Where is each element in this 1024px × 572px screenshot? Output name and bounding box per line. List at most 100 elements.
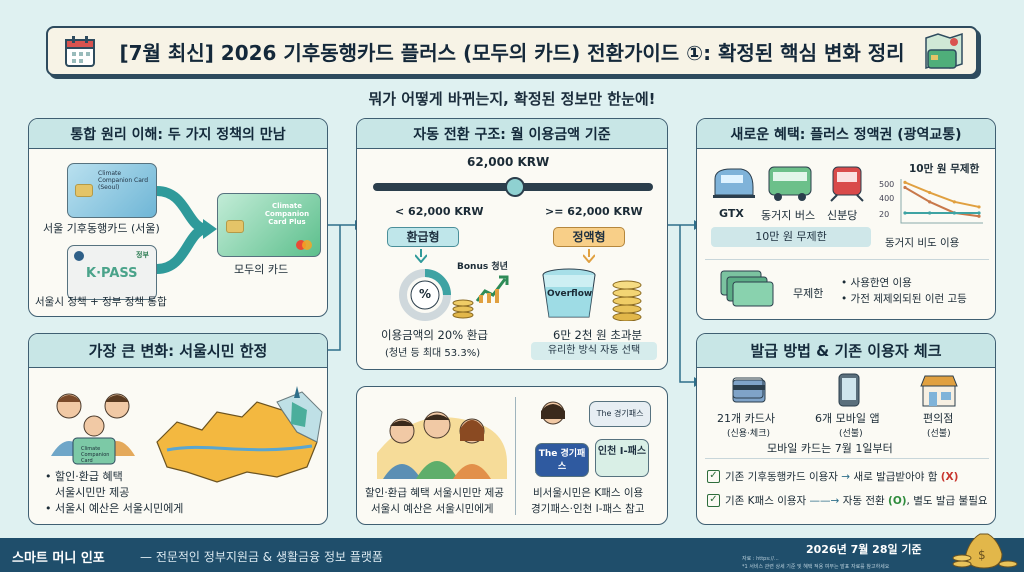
bullet-item: • 서울시 예산은 서울시민에게 [45, 502, 184, 515]
climate-card-plus: Climate Companion Card Plus [217, 193, 321, 257]
panel-header: 발급 방법 & 기존 이용자 체크 [697, 334, 995, 368]
check-item-2: 기존 K패스 이용자 ——→ 자동 전환 (O), 별도 발급 불필요 [725, 495, 988, 507]
left-condition: < 62,000 KRW [395, 205, 484, 218]
gyeonggi-pass-card-2: The 경기패스 [535, 443, 589, 477]
card1-label: 서울 기후동행카드 (서울) [43, 222, 160, 235]
data-point [977, 211, 981, 215]
subway-icon [830, 166, 864, 202]
footer-brand: 스마트 머니 인포 [12, 551, 105, 566]
vehicle-label: 동거지 버스 [761, 209, 816, 222]
seoul-map-icon [156, 386, 323, 483]
panel-auto-switch: 자동 전환 구조: 월 이용금액 기준 62,000 KRW < 62,000 … [356, 118, 668, 370]
auto-select-note: 유리한 방식 자동 선택 [531, 342, 657, 360]
money-bag-icon: $ [952, 533, 1018, 569]
climate-card-seoul: Climate Companion Card (Seoul) [67, 163, 157, 218]
calendar-icon [65, 36, 95, 67]
result-label: 모두의 카드 [234, 263, 289, 276]
coins-icon [452, 299, 474, 319]
data-point [952, 200, 956, 204]
y-tick-label: 500 [879, 180, 894, 189]
credit-card-icon [732, 377, 766, 403]
bullet-item: • 가전 제제외되된 이런 고등 [841, 293, 967, 305]
store-icon [920, 375, 958, 407]
bullet-item: • 사용한연 이용 [841, 277, 912, 289]
bullet-item: 서울시민만 제공 [55, 486, 130, 499]
refund-type-badge: 환급형 [387, 227, 459, 247]
panel-header: 가장 큰 변화: 서울시민 한정 [29, 334, 327, 368]
data-point [928, 211, 932, 215]
page-title: [7월 최신] 2026 기후동행카드 플러스 (모두의 카드) 전환가이드 ①… [119, 40, 905, 65]
footer-fineprint: *1 서비스 관련 상세 기준 및 혜택 적용 여부는 발표 자료를 참고하세요 [742, 564, 890, 570]
svg-text:$: $ [978, 548, 986, 562]
bus-icon [768, 166, 812, 201]
wallet-label: 무제한 [793, 287, 824, 300]
non-seoul-caption: 서울시 예산은 서울시민에게 [371, 503, 494, 515]
chip-icon [226, 220, 244, 233]
refund-desc-sub: (청년 등 최대 53.3%) [385, 348, 481, 359]
footer: 스마트 머니 인포 — 전문적인 정부지원금 & 생활금융 정보 플랫폼 202… [0, 533, 1024, 572]
limit-box: 10만 원 무제한 [711, 227, 871, 247]
panel-header: 통합 원리 이해: 두 가지 정책의 만남 [29, 119, 327, 149]
mastercard-icon [296, 240, 312, 250]
series-line-0 [904, 181, 980, 208]
chart-title: 10만 원 무제한 [909, 163, 980, 175]
gtx-train-icon [713, 168, 755, 198]
issue-channel-label: 편의점 [923, 412, 954, 425]
issue-channel-label: 21개 카드사 [717, 412, 775, 425]
threshold-label: 62,000 KRW [467, 155, 550, 169]
data-point [977, 214, 981, 218]
panel-integration: 통합 원리 이해: 두 가지 정책의 만남 Climate Companion … [28, 118, 328, 317]
data-point [952, 211, 956, 215]
data-point [903, 185, 907, 190]
divider [705, 259, 989, 260]
divider [515, 397, 516, 515]
footer-date: 2026년 7월 28일 기준 [806, 543, 922, 556]
slider-handle [505, 177, 525, 197]
mobile-note: 모바일 카드는 7월 1일부터 [767, 442, 893, 455]
chart-caption: 동거지 비도 이용 [885, 237, 960, 249]
data-point [903, 211, 907, 215]
panel-seoul-only: 가장 큰 변화: 서울시민 한정 Climate Companion Card … [28, 333, 328, 525]
data-point [977, 205, 981, 209]
bullet-item: • 할인·환급 혜택 [45, 470, 123, 483]
data-point [928, 200, 932, 204]
footer-tagline: — 전문적인 정부지원금 & 생활금융 정보 플랫폼 [140, 550, 383, 564]
issue-channel-sub: (신용·체크) [727, 429, 771, 439]
divider [705, 458, 989, 459]
panel-non-seoul: 할인·환급 혜택 서울시민만 제공 서울시 예산은 서울시민에게 The 경기패… [356, 386, 668, 525]
overflow-cup-icon [542, 268, 596, 318]
refund-gauge-icon [399, 269, 451, 321]
map-card-icon [925, 32, 963, 70]
check-item-1: 기존 기후동행카드 이용자 → 새로 발급받아야 함 (X) [725, 471, 959, 483]
flat-type-badge: 정액형 [553, 227, 625, 247]
non-seoul-caption: 비서울시민은 K패스 이용 [533, 487, 644, 499]
y-tick-label: 20 [879, 210, 889, 219]
kpass-card: 정부 K·PASS [67, 245, 157, 300]
down-arrow-icon [583, 249, 595, 263]
title-banner: [7월 최신] 2026 기후동행카드 플러스 (모두의 카드) 전환가이드 ①… [46, 26, 978, 76]
footer-source: 자료 : https://... [742, 556, 779, 562]
citizens-icon [377, 411, 507, 479]
checkbox-icon: ✓ [707, 494, 720, 507]
non-seoul-caption: 할인·환급 혜택 서울시민만 제공 [365, 487, 504, 499]
merge-arrow-icon [157, 186, 217, 274]
chart-axis [900, 179, 983, 224]
growth-chart-icon [475, 275, 509, 303]
issue-channel-sub: (선불) [927, 429, 951, 439]
down-arrow-icon [415, 249, 427, 263]
data-point [928, 190, 932, 195]
subtitle: 뭐가 어떻게 바뀌는지, 확정된 정보만 한눈에! [368, 90, 656, 108]
panel-header: 자동 전환 구조: 월 이용금액 기준 [357, 119, 667, 149]
gyeonggi-pass-card: The 경기패스 [589, 401, 651, 427]
series-line-1 [904, 186, 980, 218]
gov-emblem-icon [74, 251, 84, 261]
vehicle-label: 신분당 [827, 209, 858, 222]
right-condition: >= 62,000 KRW [545, 205, 643, 218]
mobile-phone-icon [838, 373, 860, 407]
incheon-ipass-card: 인천 I-패스 [595, 439, 649, 477]
family-icon [51, 393, 135, 465]
flat-desc: 6만 2천 원 초과분 [553, 328, 643, 342]
refund-desc: 이용금액의 20% 환급 [381, 328, 488, 342]
cards-stack-icon [720, 270, 774, 307]
issue-channel-label: 6개 모바일 앱 [815, 412, 880, 425]
